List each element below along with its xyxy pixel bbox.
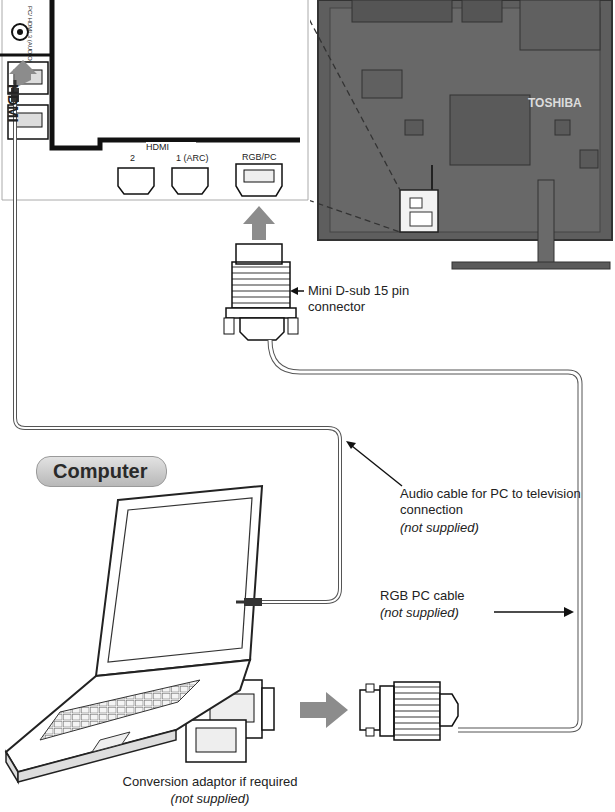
callout-label: Audio cable for PC to television connect…: [400, 486, 600, 517]
callout-label: RGB PC cable: [380, 588, 530, 604]
callout-label: Mini D-sub 15 pin connector: [308, 283, 438, 314]
pill-text: Computer: [53, 460, 150, 483]
brand-label: TOSHIBA: [528, 96, 604, 110]
port-number: 1 (ARC): [176, 153, 226, 164]
port-group-label: HDMI: [4, 84, 22, 122]
callout-note: (not supplied): [100, 791, 320, 807]
port-label: PC/ HDMI 3 (AUDIO): [26, 6, 33, 63]
callout-label: Conversion adaptor if required: [100, 774, 320, 790]
port-label: RGB/PC: [242, 152, 292, 163]
callout-note: (not supplied): [400, 520, 600, 536]
port-label: HDMI: [146, 142, 196, 153]
port-number: 2: [130, 153, 150, 164]
callout-note: (not supplied): [380, 605, 530, 621]
label-pill: Computer: [36, 456, 167, 487]
